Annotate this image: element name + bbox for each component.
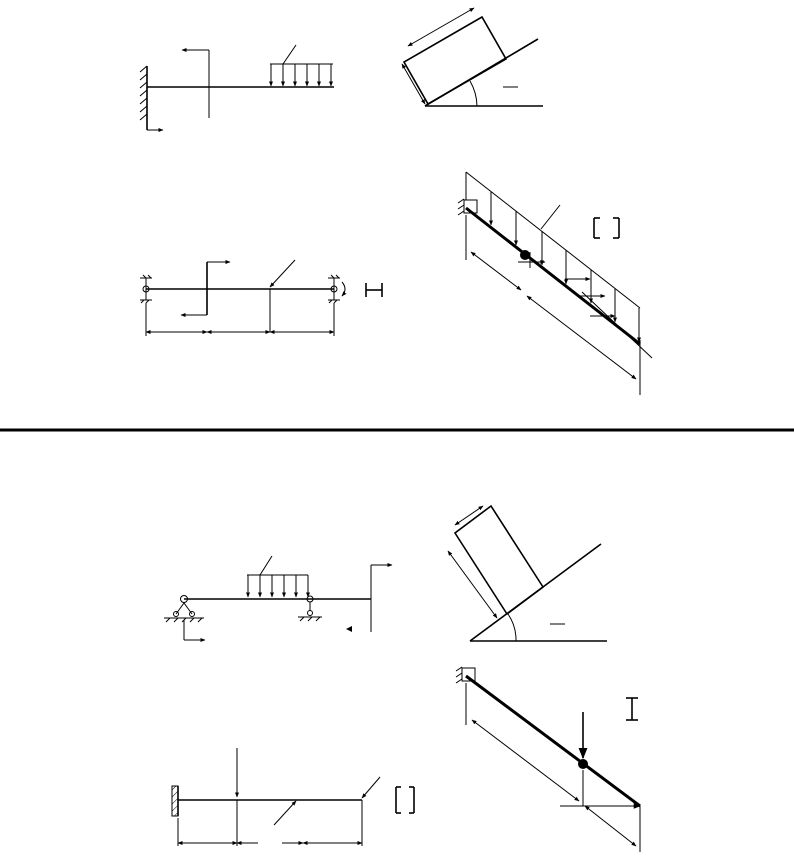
dimension-row	[145, 303, 335, 336]
beam	[465, 674, 641, 808]
overhang-beam-figure	[164, 555, 393, 642]
pin-joint	[520, 250, 530, 260]
roller-support	[298, 595, 322, 622]
small-arrow-mark	[346, 626, 352, 632]
cantilever-beam-figure	[139, 44, 334, 132]
dimension-width	[454, 505, 484, 526]
channel-section-icon	[593, 217, 620, 239]
end-pointer	[361, 776, 381, 799]
load-label-pointer	[540, 204, 561, 230]
inclined-beam-point-load-figure	[455, 666, 641, 852]
dimension-height	[447, 550, 498, 619]
right-support	[328, 274, 347, 304]
dimension-row	[177, 818, 363, 846]
i-beam-section-icon	[626, 697, 638, 721]
channel-section-icon	[395, 786, 415, 814]
block-on-incline-lower-figure	[447, 504, 607, 642]
block-on-incline-figure	[401, 7, 543, 107]
beam	[465, 206, 641, 346]
distributed-load	[246, 555, 310, 598]
left-support	[140, 274, 152, 304]
wall	[171, 785, 179, 817]
dimension-b	[584, 805, 637, 847]
block	[402, 15, 508, 106]
envelope-bottom	[581, 291, 653, 359]
dimension-a	[470, 251, 522, 291]
block	[453, 504, 545, 616]
pin-joint	[578, 759, 588, 769]
dimension-b	[526, 295, 637, 380]
mid-pointer	[273, 800, 297, 826]
distributed-load-arrows	[489, 192, 641, 343]
cantilever-point-load-figure	[171, 748, 415, 846]
wall-hatching	[139, 65, 148, 121]
i-beam-section-icon	[365, 283, 383, 297]
point-pointer	[269, 259, 296, 288]
dimension-a	[471, 719, 580, 802]
angle-arc	[469, 80, 478, 107]
inclined-beam-figure	[457, 171, 653, 395]
distributed-load	[269, 44, 333, 87]
dimension-height	[401, 63, 426, 105]
load-envelope	[465, 171, 641, 309]
fixed-support	[455, 666, 476, 684]
dimension-width	[407, 7, 475, 47]
simply-supported-beam-figure	[140, 259, 383, 336]
angle-arc	[507, 613, 517, 642]
